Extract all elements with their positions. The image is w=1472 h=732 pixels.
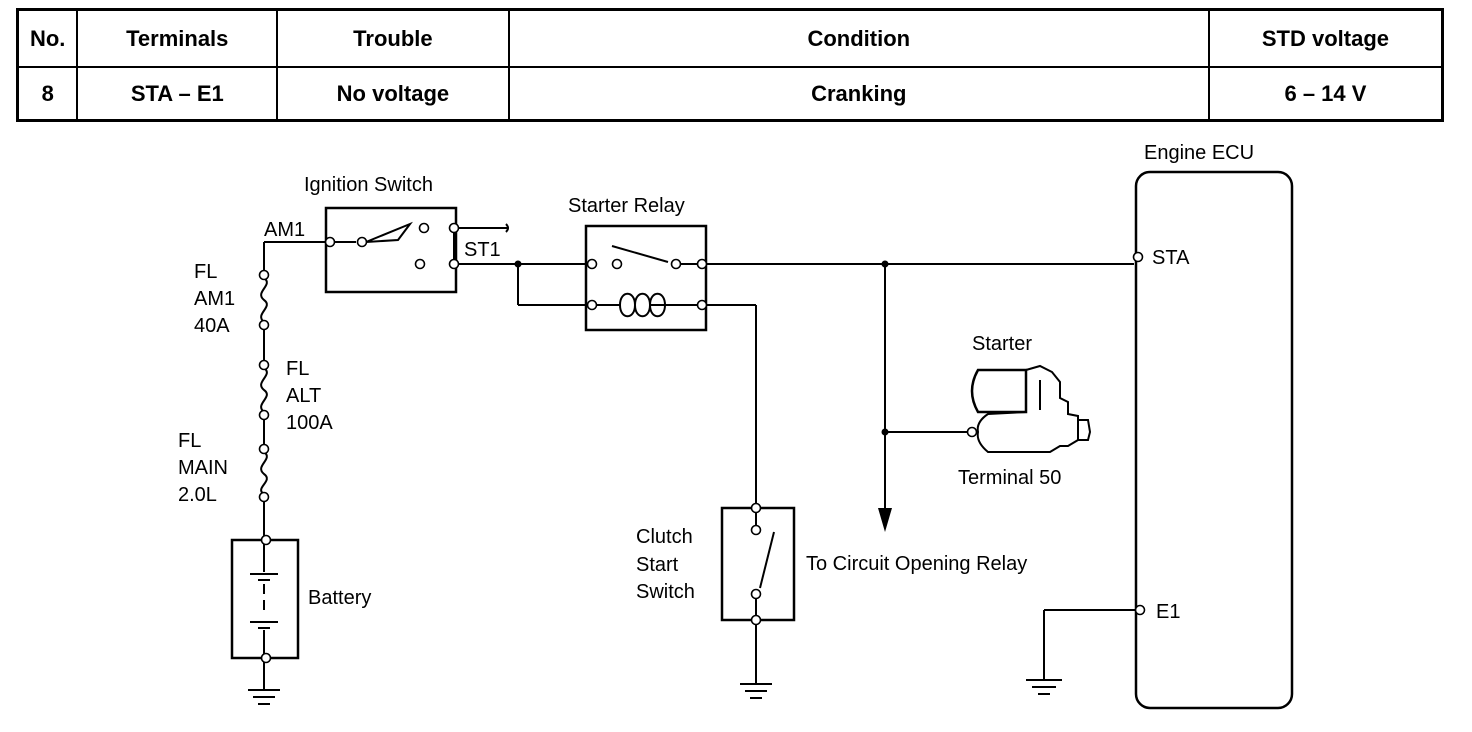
cell-terminals: STA – E1 (76, 66, 279, 122)
fuse-am1-label-2: AM1 (194, 288, 235, 310)
fuse-main-label-2: MAIN (178, 457, 228, 479)
fuse-alt-symbol (260, 367, 268, 413)
fuse-alt-label-1: FL (286, 358, 309, 380)
cell-std-voltage: 6 – 14 V (1207, 66, 1444, 122)
st1-label: ST1 (464, 239, 501, 261)
clutch-switch-label-2: Start (636, 554, 679, 576)
cell-condition: Cranking (507, 66, 1210, 122)
terminal-50-label: Terminal 50 (958, 467, 1061, 489)
header-std-voltage: STD voltage (1207, 8, 1444, 69)
fuse-am1-symbol (260, 277, 268, 323)
starter-motor-icon (970, 364, 1092, 453)
sta-label: STA (1152, 247, 1190, 269)
header-condition: Condition (507, 8, 1210, 69)
header-no: No. (16, 8, 79, 69)
spec-table: No. Terminals Trouble Condition STD volt… (16, 8, 1444, 122)
engine-ecu (1026, 170, 1294, 710)
header-trouble: Trouble (276, 8, 510, 69)
fuse-battery-chain (230, 241, 326, 705)
ignition-switch-box (324, 206, 458, 294)
cell-trouble: No voltage (276, 66, 510, 122)
starter-branch (878, 260, 1092, 532)
fuse-main-label-3: 2.0L (178, 484, 217, 506)
starter-relay-label: Starter Relay (568, 195, 685, 217)
clutch-switch-label-3: Switch (636, 581, 695, 603)
cell-no: 8 (16, 66, 79, 122)
starter-label: Starter (972, 333, 1032, 355)
ignition-switch-label: Ignition Switch (304, 174, 433, 196)
table-header-row: No. Terminals Trouble Condition STD volt… (16, 8, 1444, 69)
starter-relay (514, 224, 1134, 332)
clutch-start-switch (720, 305, 796, 699)
diagram-labels: Ignition Switch AM1 ST1 Starter Relay En… (178, 142, 1254, 623)
fuse-alt-label-3: 100A (286, 412, 333, 434)
e1-terminal (1134, 604, 1146, 616)
relay-coil-symbol (597, 292, 697, 318)
fuse-alt-label-2: ALT (286, 385, 321, 407)
am1-label: AM1 (264, 219, 305, 241)
fuse-am1-label-1: FL (194, 261, 217, 283)
ignition-switch (324, 206, 586, 294)
e1-label: E1 (1156, 601, 1180, 623)
engine-ecu-label: Engine ECU (1144, 142, 1254, 164)
clutch-switch-box (720, 506, 796, 622)
fuse-main-symbol (260, 451, 268, 495)
starter-relay-box (584, 224, 708, 332)
header-terminals: Terminals (76, 8, 279, 69)
circuit-opening-relay-label: To Circuit Opening Relay (806, 553, 1027, 575)
table-row: 8 STA – E1 No voltage Cranking 6 – 14 V (16, 66, 1444, 122)
arrow-down-icon (878, 508, 892, 532)
sta-terminal (1132, 251, 1144, 263)
clutch-switch-label-1: Clutch (636, 526, 693, 548)
battery-label: Battery (308, 587, 371, 609)
fuse-am1-label-3: 40A (194, 315, 230, 337)
engine-ecu-box (1134, 170, 1294, 710)
fuse-main-label-1: FL (178, 430, 201, 452)
